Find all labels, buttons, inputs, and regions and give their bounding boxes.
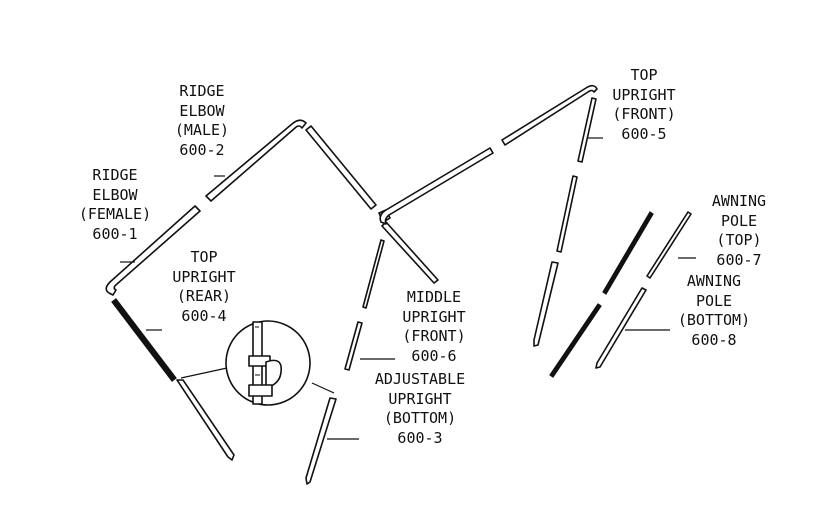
adjustable-upright-bottom-pole bbox=[305, 397, 337, 485]
top-upright-front-pole bbox=[533, 97, 597, 347]
label-top-upright-front: TOP UPRIGHT (FRONT) 600-5 bbox=[612, 66, 676, 143]
leader-lines bbox=[120, 137, 696, 440]
label-awning-pole-top: AWNING POLE (TOP) 600-7 bbox=[711, 192, 767, 269]
label-ridge-elbow-female: RIDGE ELBOW (FEMALE) 600-1 bbox=[78, 166, 152, 243]
leader-inset-right bbox=[311, 382, 335, 394]
awning-pole-bottom bbox=[595, 211, 692, 369]
ridge-elbow-female-pole bbox=[105, 205, 201, 296]
ridge-front-long-pole bbox=[379, 84, 598, 225]
label-ridge-elbow-male: RIDGE ELBOW (MALE) 600-2 bbox=[174, 82, 230, 159]
top-upright-rear-pole bbox=[111, 298, 235, 461]
label-middle-upright-front: MIDDLE UPRIGHT (FRONT) 600-6 bbox=[402, 288, 466, 365]
label-top-upright-rear: TOP UPRIGHT (REAR) 600-4 bbox=[172, 248, 236, 325]
leader-inset-left bbox=[180, 367, 228, 379]
pole-clip-detail-inset bbox=[225, 320, 311, 406]
awning-pole-top bbox=[549, 211, 654, 378]
label-adjustable-upright-bottom: ADJUSTABLE UPRIGHT (BOTTOM) 600-3 bbox=[374, 370, 466, 447]
middle-upright-spike bbox=[381, 221, 439, 284]
ridge-elbow-male-pole bbox=[205, 119, 307, 202]
ridge-right-pole bbox=[305, 125, 377, 210]
label-awning-pole-bottom: AWNING POLE (BOTTOM) 600-8 bbox=[677, 272, 751, 349]
middle-upright-front-pole bbox=[344, 239, 385, 371]
